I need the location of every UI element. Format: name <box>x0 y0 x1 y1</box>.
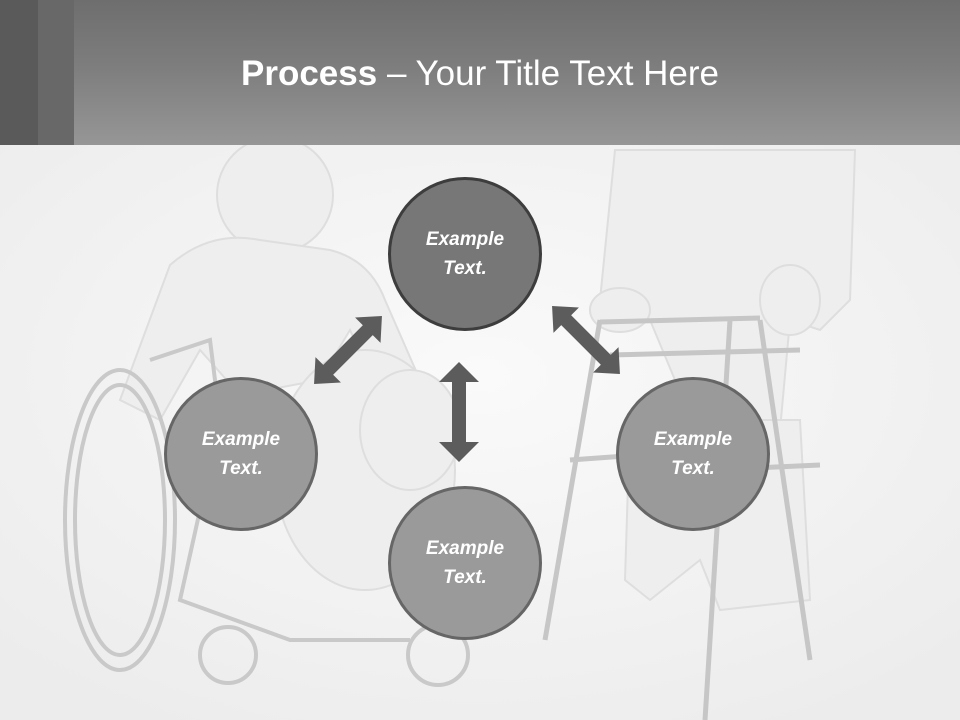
slide-title-rest: – Your Title Text Here <box>377 54 719 93</box>
step-text-line2: Text. <box>443 258 487 279</box>
slide-title-bold: Process <box>241 54 378 93</box>
wheelchair-figure <box>118 145 461 591</box>
header-accent-band <box>0 0 38 145</box>
step-text-line1: Example <box>653 429 733 450</box>
title-bar: Process – Your Title Text Here <box>0 0 960 145</box>
slide-title: Process – Your Title Text Here <box>0 52 960 96</box>
step-text-line2: Text. <box>219 458 263 479</box>
header-accent-band <box>38 0 74 145</box>
step-text-line1: Example <box>425 229 505 250</box>
step-text-line2: Text. <box>443 567 487 588</box>
step-text-line1: Example <box>201 429 281 450</box>
step-text-line1: Example <box>425 538 505 559</box>
step-text-line2: Text. <box>671 458 715 479</box>
